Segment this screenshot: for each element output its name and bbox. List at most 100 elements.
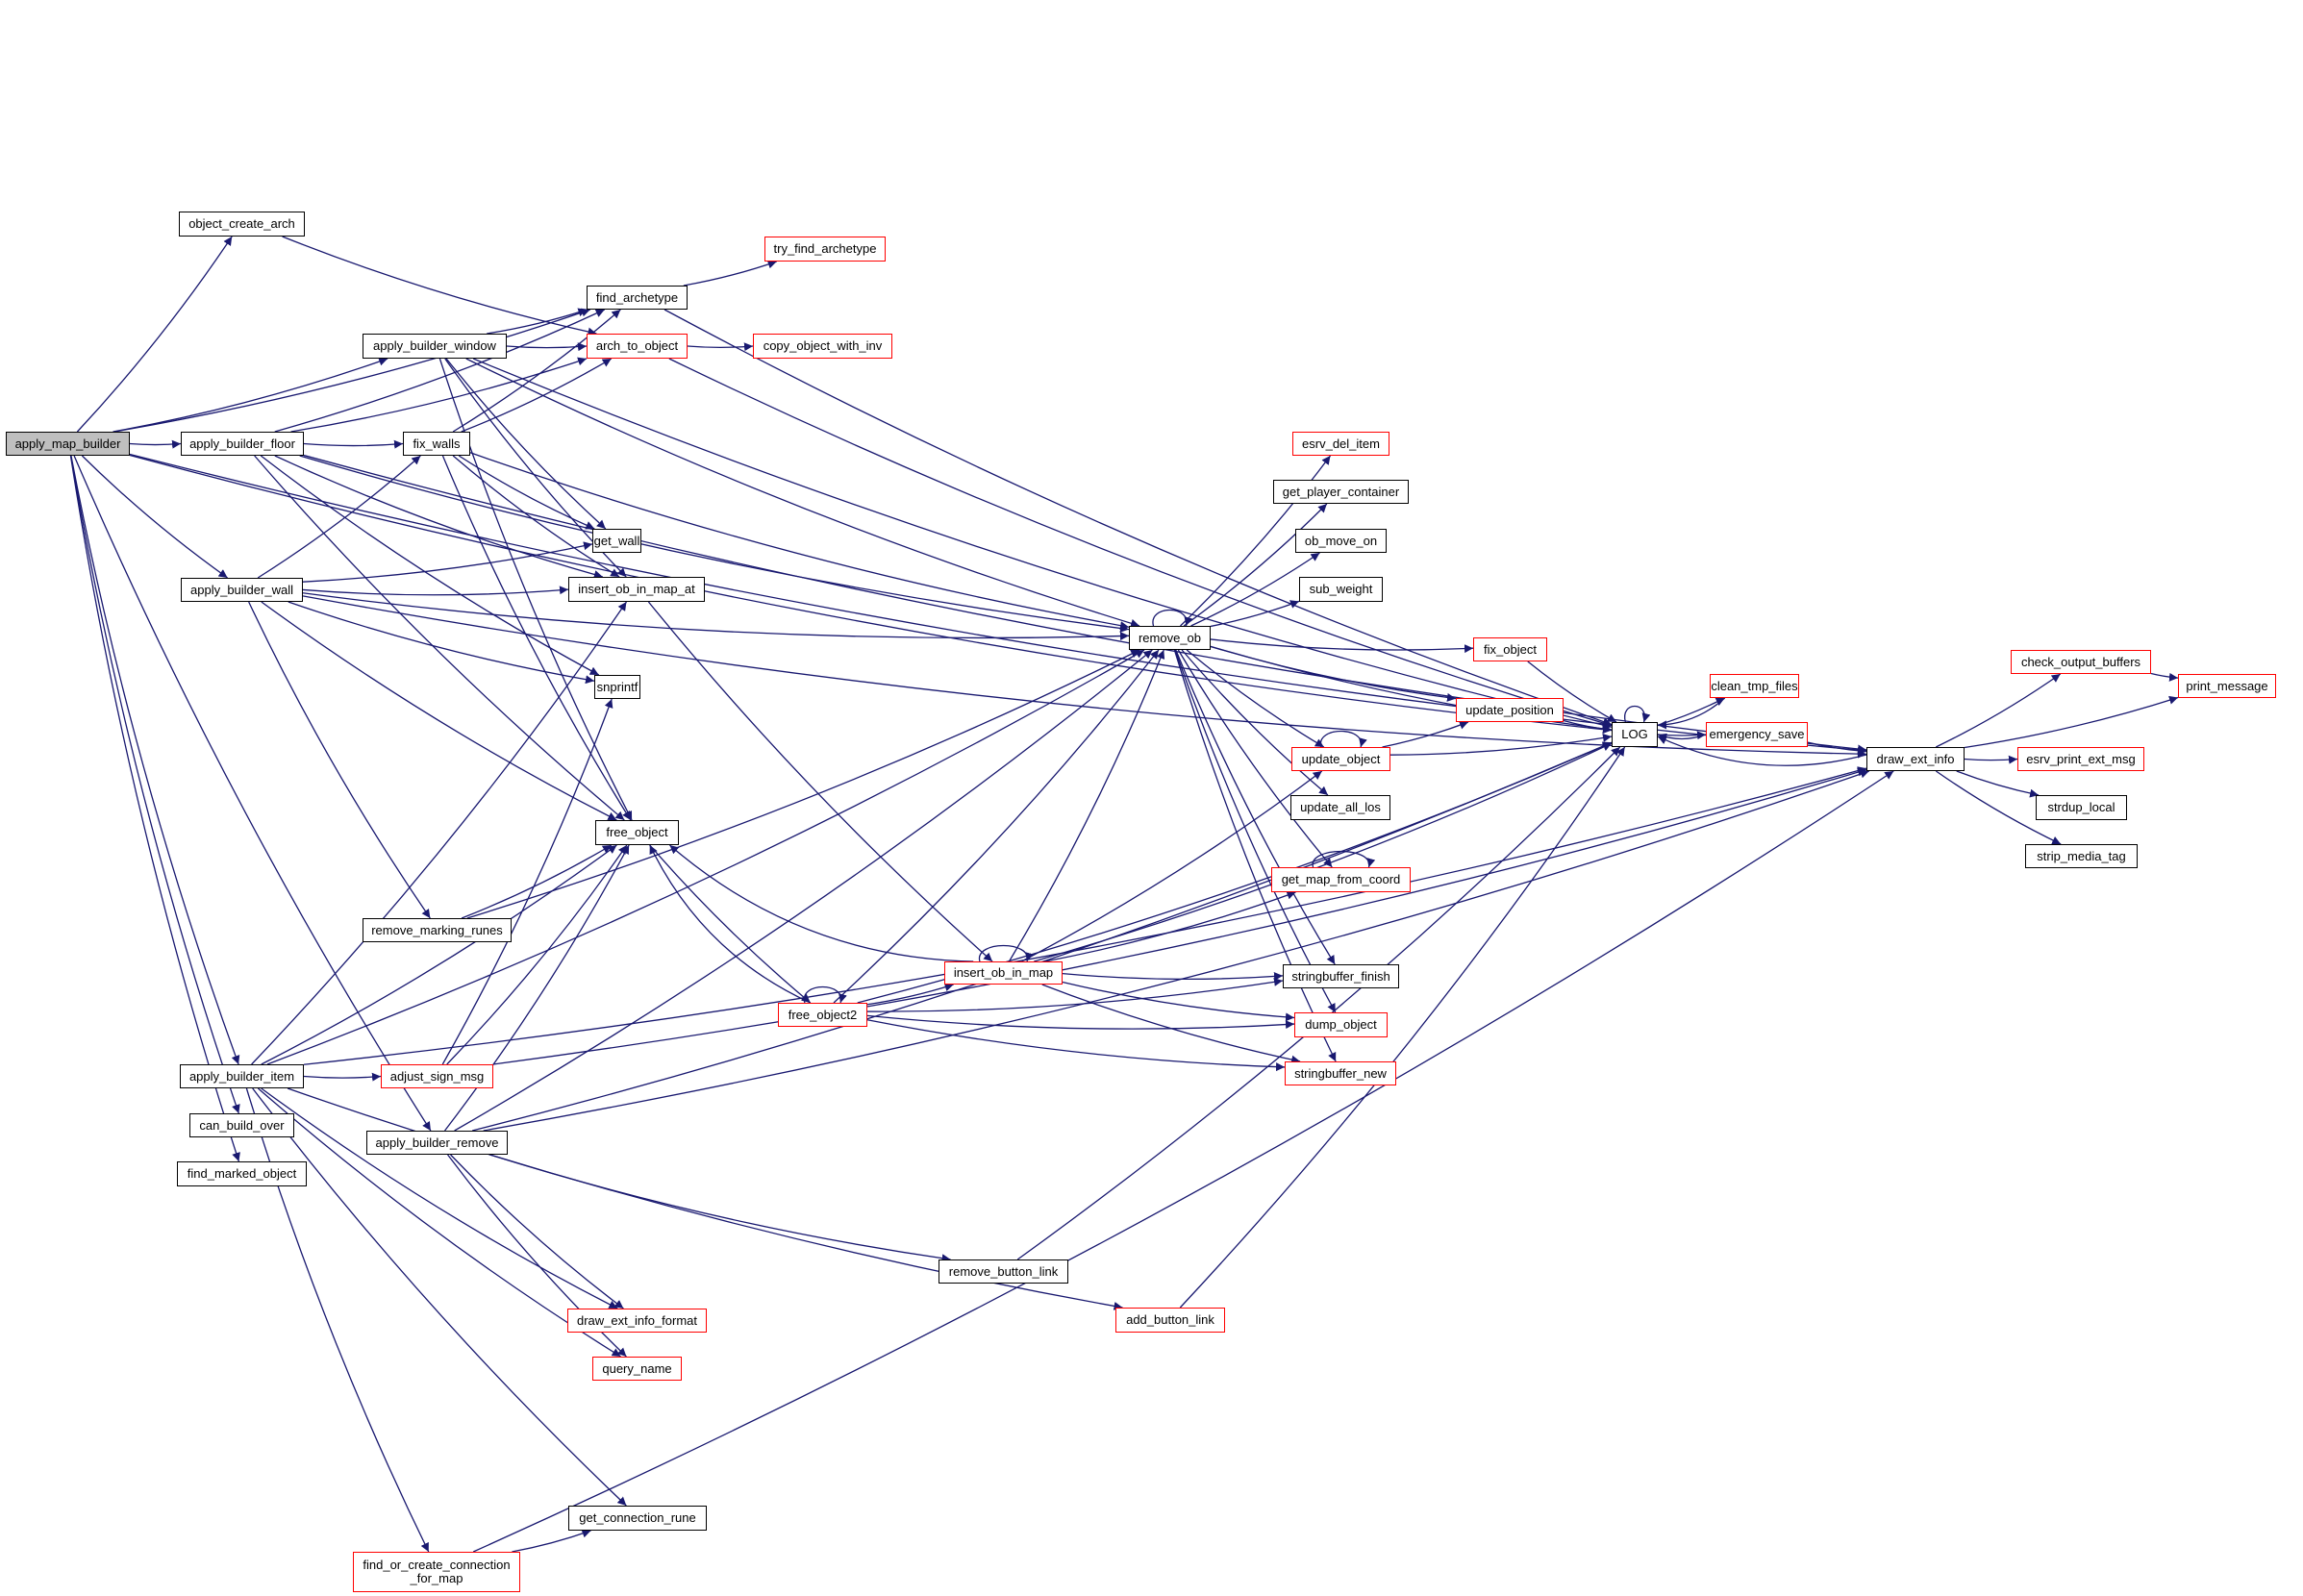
- node-apply-builder-wall[interactable]: apply_builder_wall: [181, 578, 303, 602]
- node-print-message[interactable]: print_message: [2178, 674, 2276, 698]
- node-update-all-los[interactable]: update_all_los: [1290, 795, 1390, 820]
- edge-apply_map_builder-to-apply_builder_window: [113, 357, 388, 433]
- node-esrv-del-item[interactable]: esrv_del_item: [1292, 432, 1389, 456]
- node-check-output-buffers[interactable]: check_output_buffers: [2011, 650, 2151, 674]
- node-free-object[interactable]: free_object: [595, 820, 679, 845]
- edge-apply_builder_item-to-insert_ob_in_map_at: [251, 601, 627, 1065]
- node-free-object2[interactable]: free_object2: [778, 1003, 867, 1027]
- node-label: free_object: [606, 825, 668, 839]
- edge-remove_ob-to-stringbuffer_new: [1173, 649, 1337, 1062]
- node-emergency-save[interactable]: emergency_save: [1706, 722, 1808, 747]
- node-add-button-link[interactable]: add_button_link: [1115, 1308, 1225, 1333]
- node-label: emergency_save: [1709, 727, 1805, 741]
- edge-remove_marking_runes-to-free_object: [461, 844, 613, 919]
- edge-find_or_create_connection_for_map-to-get_connection_rune: [512, 1529, 591, 1553]
- edge-remove_ob-to-stringbuffer_finish: [1175, 649, 1336, 965]
- node-get-wall[interactable]: get_wall: [592, 529, 641, 553]
- edge-adjust_sign_msg-to-snprintf: [441, 698, 613, 1065]
- node-label: apply_builder_floor: [189, 436, 295, 451]
- edge-fix_walls-to-insert_ob_in_map_at: [452, 455, 620, 578]
- node-update-object[interactable]: update_object: [1291, 747, 1390, 771]
- edge-insert_ob_in_map-to-stringbuffer_finish: [1062, 972, 1284, 982]
- node-remove-marking-runes[interactable]: remove_marking_runes: [363, 918, 512, 942]
- edge-emergency_save-to-draw_ext_info: [1807, 741, 1867, 756]
- node-get-connection-rune[interactable]: get_connection_rune: [568, 1506, 707, 1531]
- node-get-map-from-coord[interactable]: get_map_from_coord: [1271, 867, 1411, 892]
- edge-remove_button_link-to-LOG: [1016, 746, 1621, 1260]
- node-sub-weight[interactable]: sub_weight: [1299, 577, 1383, 602]
- edge-add_button_link-to-LOG: [1179, 746, 1626, 1309]
- node-stringbuffer-finish[interactable]: stringbuffer_finish: [1283, 964, 1399, 988]
- edge-apply_builder_wall-to-snprintf: [288, 601, 595, 685]
- node-can-build-over[interactable]: can_build_over: [189, 1113, 294, 1137]
- edge-free_object-to-free_object2: [649, 844, 812, 1004]
- edge-object_create_arch-to-arch_to_object: [282, 236, 597, 337]
- node-adjust-sign-msg[interactable]: adjust_sign_msg: [381, 1064, 493, 1088]
- node-query-name[interactable]: query_name: [592, 1357, 682, 1381]
- edge-apply_builder_item-to-draw_ext_info_format: [261, 1087, 618, 1309]
- node-draw-ext-info-format[interactable]: draw_ext_info_format: [567, 1309, 707, 1333]
- node-remove-button-link[interactable]: remove_button_link: [939, 1259, 1068, 1284]
- node-label: draw_ext_info_format: [576, 1312, 697, 1328]
- node-draw-ext-info[interactable]: draw_ext_info: [1866, 747, 1965, 771]
- edge-fix_object-to-LOG: [1527, 661, 1617, 723]
- edge-apply_builder_window-to-find_archetype: [487, 308, 588, 335]
- edge-apply_builder_window-to-free_object: [438, 358, 633, 821]
- node-fix-walls[interactable]: fix_walls: [403, 432, 470, 456]
- node-find-marked-object[interactable]: find_marked_object: [177, 1161, 307, 1186]
- edge-apply_builder_window-to-remove_ob: [465, 358, 1140, 628]
- edge-remove_ob-to-fix_object: [1210, 638, 1474, 654]
- edge-apply_builder_wall-to-fix_walls: [257, 455, 421, 579]
- edge-remove_ob-to-LOG: [1210, 645, 1613, 734]
- node-remove-ob[interactable]: remove_ob: [1129, 626, 1211, 650]
- edge-apply_builder_window-to-get_wall: [445, 358, 607, 530]
- node-insert-ob-in-map-at[interactable]: insert_ob_in_map_at: [568, 577, 705, 602]
- node-insert-ob-in-map[interactable]: insert_ob_in_map: [944, 961, 1063, 985]
- edge-free_object2-to-free_object: [649, 844, 812, 1004]
- node-label: get_connection_rune: [579, 1510, 696, 1525]
- node-label: apply_map_builder: [14, 436, 121, 451]
- edge-insert_ob_in_map-to-LOG: [1034, 742, 1613, 962]
- edge-find_or_create_connection_for_map-to-draw_ext_info: [472, 770, 1894, 1553]
- node-apply-builder-remove[interactable]: apply_builder_remove: [366, 1131, 508, 1155]
- node-strdup-local[interactable]: strdup_local: [2036, 795, 2127, 820]
- edge-insert_ob_in_map-to-get_map_from_coord: [1044, 890, 1296, 962]
- node-strip-media-tag[interactable]: strip_media_tag: [2025, 844, 2138, 868]
- edge-remove_ob-to-sub_weight: [1210, 600, 1300, 628]
- node-try-find-archetype[interactable]: try_find_archetype: [764, 237, 886, 262]
- edge-apply_builder_window-to-LOG: [472, 358, 1613, 730]
- node-apply-builder-item[interactable]: apply_builder_item: [180, 1064, 304, 1088]
- node-ob-move-on[interactable]: ob_move_on: [1295, 529, 1387, 553]
- node-label: update_object: [1301, 751, 1381, 766]
- node-clean-tmp-files[interactable]: clean_tmp_files: [1710, 674, 1799, 698]
- node-label: apply_builder_remove: [375, 1135, 499, 1150]
- node-label: fix_walls: [413, 436, 461, 451]
- node-copy-object-with-inv[interactable]: copy_object_with_inv: [753, 334, 892, 359]
- edge-arch_to_object-to-LOG: [668, 358, 1613, 728]
- node-fix-object[interactable]: fix_object: [1473, 637, 1547, 661]
- node-label: LOG: [1621, 727, 1648, 741]
- node-esrv-print-ext-msg[interactable]: esrv_print_ext_msg: [2017, 747, 2144, 771]
- node-apply-builder-floor[interactable]: apply_builder_floor: [181, 432, 304, 456]
- edge-update_position-to-LOG: [1563, 719, 1613, 734]
- node-object-create-arch[interactable]: object_create_arch: [179, 212, 305, 237]
- node-apply-builder-window[interactable]: apply_builder_window: [363, 334, 507, 359]
- edge-apply_map_builder-to-find_marked_object: [69, 455, 240, 1162]
- edge-remove_ob-to-remove_ob: [1152, 609, 1193, 627]
- node-find-archetype[interactable]: find_archetype: [587, 286, 688, 310]
- node-snprintf[interactable]: snprintf: [594, 675, 640, 699]
- edge-check_output_buffers-to-print_message: [2150, 672, 2179, 682]
- node-arch-to-object[interactable]: arch_to_object: [587, 334, 688, 359]
- node-label: find_or_create_connection _for_map: [363, 1558, 511, 1585]
- node-dump-object[interactable]: dump_object: [1294, 1012, 1388, 1037]
- node-find-or-create-connection-for-map[interactable]: find_or_create_connection _for_map: [353, 1552, 520, 1592]
- node-log[interactable]: LOG: [1612, 722, 1658, 747]
- node-label: draw_ext_info: [1876, 751, 1955, 766]
- node-update-position[interactable]: update_position: [1456, 698, 1564, 722]
- edge-update_object-to-update_position: [1382, 720, 1469, 748]
- node-get-player-container[interactable]: get_player_container: [1273, 480, 1409, 504]
- edge-insert_ob_in_map-to-remove_ob: [1008, 649, 1165, 962]
- edge-emergency_save-to-LOG: [1657, 733, 1707, 742]
- node-label: check_output_buffers: [2020, 654, 2141, 669]
- node-stringbuffer-new[interactable]: stringbuffer_new: [1285, 1061, 1396, 1085]
